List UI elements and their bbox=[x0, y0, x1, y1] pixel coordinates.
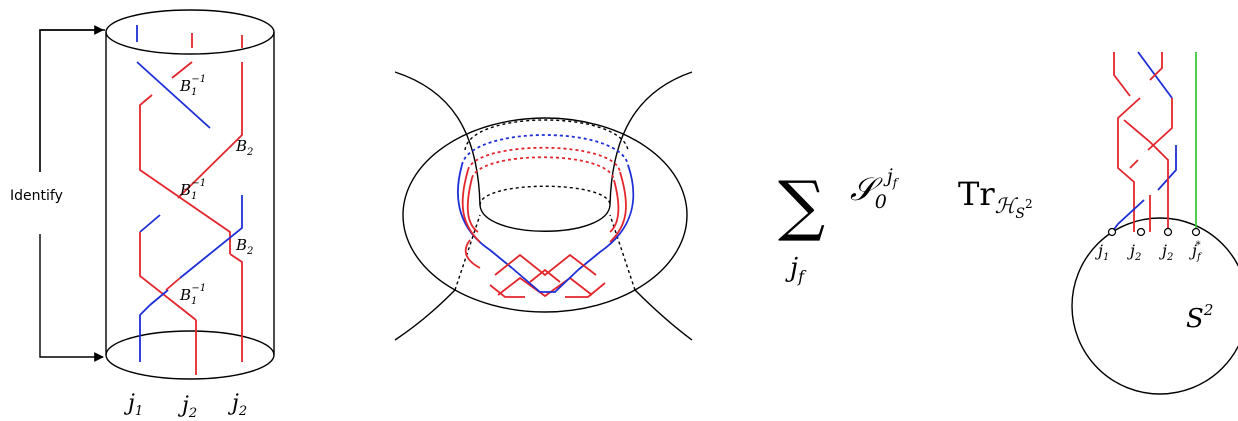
puncture-markers bbox=[1109, 229, 1200, 236]
trace: TrℋS2 bbox=[958, 175, 1033, 222]
braid-label-3: B1−1 bbox=[179, 178, 206, 202]
torus-panel bbox=[395, 72, 692, 340]
braid-cylinder-panel: Identify bbox=[10, 10, 274, 421]
puncture-label-1: j1 bbox=[1095, 241, 1109, 263]
puncture-3 bbox=[1165, 229, 1172, 236]
cylinder-top-ellipse bbox=[106, 10, 274, 54]
puncture-label-2: j2 bbox=[1127, 241, 1141, 263]
sphere-panel: j1 j2 j2 jf* S2 bbox=[1072, 52, 1238, 394]
torus-hole bbox=[480, 205, 610, 231]
sphere-label: S2 bbox=[1186, 301, 1213, 334]
torus-arc-top-left bbox=[395, 72, 480, 205]
bottom-label-3: j2 bbox=[227, 391, 247, 419]
sum-symbol: ∑ bbox=[778, 167, 825, 244]
puncture-4 bbox=[1193, 229, 1200, 236]
puncture-label-3: j2 bbox=[1159, 241, 1173, 263]
braid-label-5: B1−1 bbox=[179, 283, 206, 307]
sum-index: jf bbox=[785, 253, 807, 286]
braid-label-1: B1−1 bbox=[179, 74, 206, 98]
torus-outer bbox=[403, 118, 687, 312]
torus-arc-bottom-right bbox=[635, 290, 692, 340]
bottom-label-1: j1 bbox=[123, 391, 143, 419]
identify-label: Identify bbox=[10, 188, 63, 204]
puncture-label-4: jf* bbox=[1189, 240, 1203, 263]
s-matrix: 𝒮0jf bbox=[850, 165, 900, 213]
braid-label-2: B2 bbox=[235, 137, 253, 158]
puncture-labels: j1 j2 j2 jf* bbox=[1095, 240, 1203, 263]
cylinder-bottom-ellipse bbox=[106, 331, 274, 379]
braid-label-4: B2 bbox=[235, 236, 253, 257]
bottom-labels: j1 j2 j2 bbox=[123, 391, 247, 421]
puncture-2 bbox=[1138, 229, 1145, 236]
formula: ∑ jf 𝒮0jf TrℋS2 bbox=[778, 165, 1033, 286]
torus-arc-bottom-left bbox=[395, 290, 455, 340]
sphere-braid bbox=[1112, 52, 1196, 232]
puncture-1 bbox=[1109, 229, 1116, 236]
bottom-label-2: j2 bbox=[177, 393, 197, 421]
